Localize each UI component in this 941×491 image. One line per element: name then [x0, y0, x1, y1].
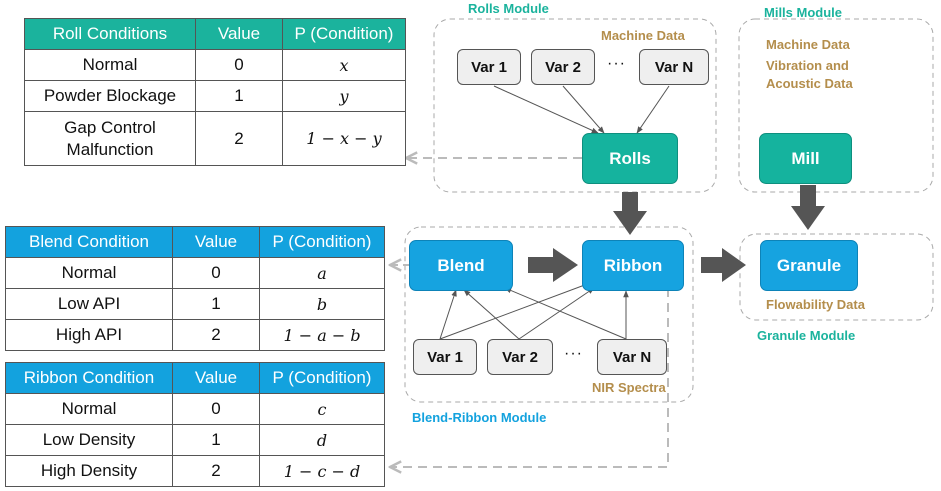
rolls-machine-data-label: Machine Data: [601, 28, 685, 43]
mills-acoustic-label: Acoustic Data: [766, 76, 853, 91]
blend-conditions-table: Blend Condition Value P (Condition) Norm…: [5, 226, 385, 351]
blend-header-value: Value: [172, 226, 260, 258]
blend-to-ribbon-arrow: [528, 248, 578, 282]
granule-module-title: Granule Module: [757, 328, 856, 343]
table-row: Low API 1 b: [5, 288, 385, 320]
blend-value-cell: 1: [172, 288, 260, 320]
ribbon-condition-cell: Normal: [5, 393, 173, 425]
mills-module-border: [738, 18, 934, 193]
mill-node: Mill: [759, 133, 852, 184]
roll-value-cell: 2: [195, 111, 283, 166]
roll-value-cell: 0: [195, 49, 283, 81]
table-row: Low Density 1 d: [5, 424, 385, 456]
roll-condition-cell: Powder Blockage: [24, 80, 196, 112]
roll-condition-cell: Normal: [24, 49, 196, 81]
blend-ribbon-var-2: Var 2: [487, 339, 553, 375]
roll-header-value: Value: [195, 18, 283, 50]
roll-probability-cell: 1 − x − y: [282, 111, 406, 166]
table-row: Normal 0 x: [24, 49, 406, 81]
table-row: Normal 0 a: [5, 257, 385, 289]
ribbon-conditions-table: Ribbon Condition Value P (Condition) Nor…: [5, 362, 385, 487]
roll-probability-cell: y: [282, 80, 406, 112]
rolls-module-title: Rolls Module: [468, 1, 549, 16]
ribbon-condition-cell: Low Density: [5, 424, 173, 456]
blend-node: Blend: [409, 240, 513, 291]
granule-module-border: [739, 233, 934, 321]
mills-module-title: Mills Module: [764, 5, 842, 20]
blend-condition-cell: Normal: [5, 257, 173, 289]
ribbon-value-cell: 2: [172, 455, 260, 487]
roll-header-condition: Roll Conditions: [24, 18, 196, 50]
blend-probability-cell: b: [259, 288, 385, 320]
ribbon-header-condition: Ribbon Condition: [5, 362, 173, 394]
rolls-module-border: [433, 18, 717, 193]
blend-ribbon-ellipsis: ···: [564, 345, 583, 362]
blend-value-cell: 0: [172, 257, 260, 289]
blend-value-cell: 2: [172, 319, 260, 351]
ribbon-probability-cell: 1 − c − d: [259, 455, 385, 487]
mill-to-granule-arrow: [791, 185, 825, 230]
rolls-var-n: Var N: [639, 49, 709, 85]
mills-vibration-label: Vibration and: [766, 58, 849, 73]
ribbon-header-value: Value: [172, 362, 260, 394]
ribbon-condition-cell: High Density: [5, 455, 173, 487]
ribbon-to-granule-arrow: [701, 248, 746, 282]
rolls-ellipsis: ···: [607, 55, 626, 72]
rolls-node: Rolls: [582, 133, 678, 184]
rolls-var-2: Var 2: [531, 49, 595, 85]
ribbon-value-cell: 0: [172, 393, 260, 425]
blend-ribbon-module-border: [404, 226, 694, 403]
roll-value-cell: 1: [195, 80, 283, 112]
ribbon-probability-cell: c: [259, 393, 385, 425]
ribbon-probability-cell: d: [259, 424, 385, 456]
blend-ribbon-module-title: Blend-Ribbon Module: [412, 410, 547, 425]
roll-header-probability: P (Condition): [282, 18, 406, 50]
flowability-data-label: Flowability Data: [766, 297, 865, 312]
nir-spectra-label: NIR Spectra: [592, 380, 666, 395]
table-row: High Density 2 1 − c − d: [5, 455, 385, 487]
blend-ribbon-var-n: Var N: [597, 339, 667, 375]
blend-condition-cell: Low API: [5, 288, 173, 320]
rolls-var-1: Var 1: [457, 49, 521, 85]
blend-probability-cell: a: [259, 257, 385, 289]
ribbon-header-probability: P (Condition): [259, 362, 385, 394]
ribbon-value-cell: 1: [172, 424, 260, 456]
roll-probability-cell: x: [282, 49, 406, 81]
roll-conditions-table: Roll Conditions Value P (Condition) Norm…: [24, 18, 406, 166]
table-row: Normal 0 c: [5, 393, 385, 425]
blend-condition-cell: High API: [5, 319, 173, 351]
table-row: Powder Blockage 1 y: [24, 80, 406, 112]
granule-node: Granule: [760, 240, 858, 291]
blend-header-condition: Blend Condition: [5, 226, 173, 258]
table-row: Gap Control Malfunction 2 1 − x − y: [24, 111, 406, 166]
blend-probability-cell: 1 − a − b: [259, 319, 385, 351]
table-row: High API 2 1 − a − b: [5, 319, 385, 351]
blend-header-probability: P (Condition): [259, 226, 385, 258]
mills-machine-data-label: Machine Data: [766, 37, 850, 52]
ribbon-node: Ribbon: [582, 240, 684, 291]
rolls-to-ribbon-arrow: [613, 192, 647, 235]
roll-condition-cell: Gap Control Malfunction: [24, 111, 196, 166]
blend-ribbon-var-1: Var 1: [413, 339, 477, 375]
